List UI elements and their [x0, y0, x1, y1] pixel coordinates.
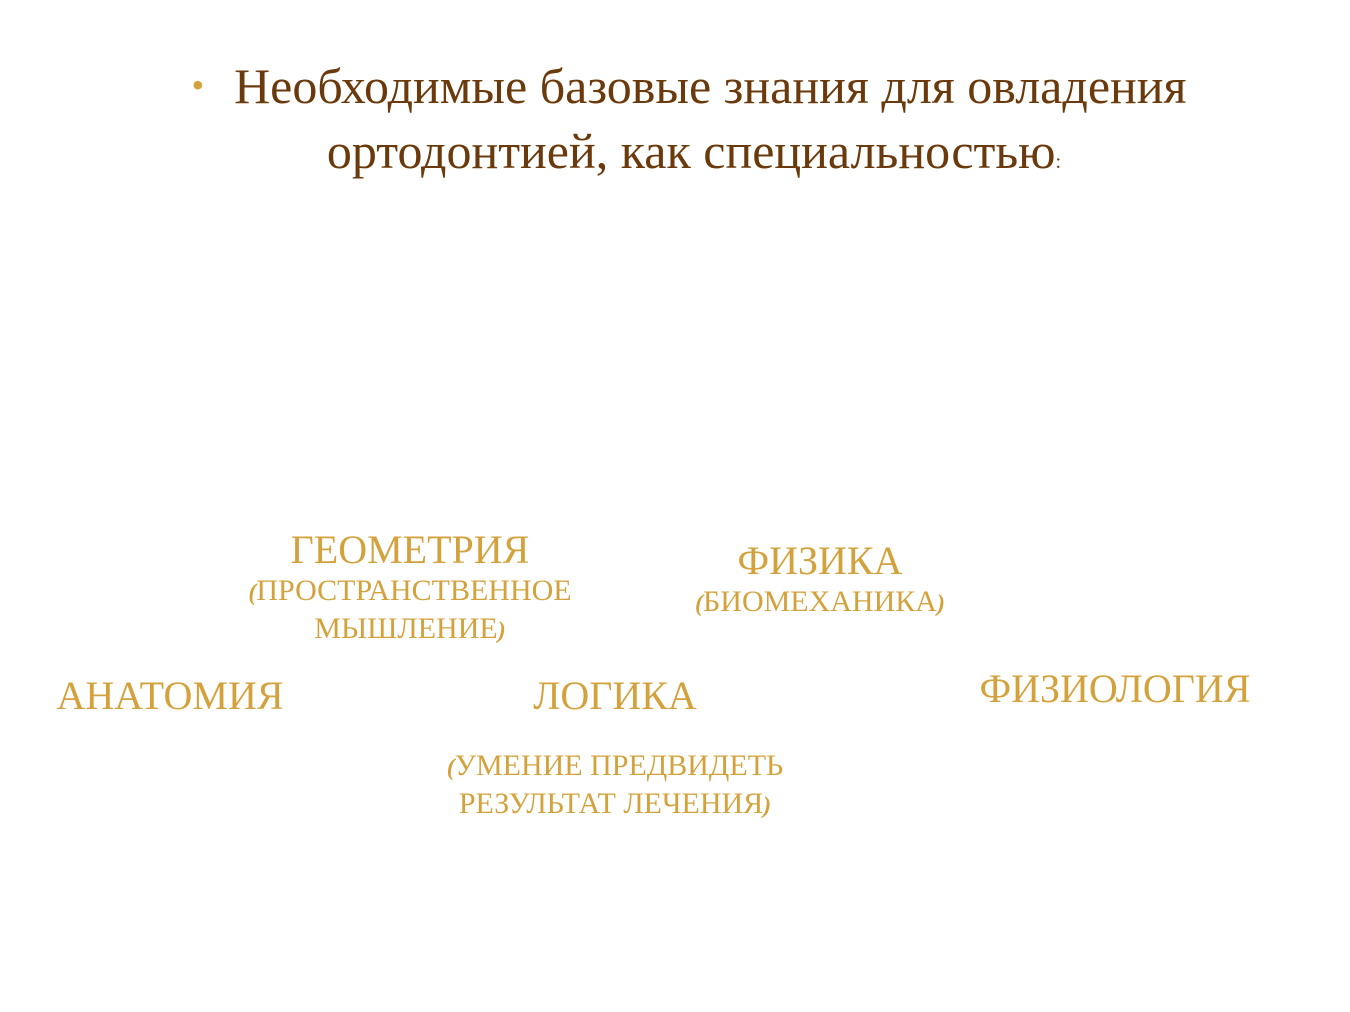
- paren-close: ): [763, 793, 772, 819]
- term-logic-note-line-2: РЕЗУЛЬТАТ ЛЕЧЕНИЯ): [380, 786, 850, 824]
- heading-line-1: • Необходимые базовые знания для овладени…: [0, 56, 1350, 121]
- term-geometry-note-text-2: МЫШЛЕНИЕ: [314, 612, 498, 645]
- paren-open: (: [248, 580, 257, 606]
- heading-line-1-text: Необходимые базовые знания для овладения: [234, 58, 1187, 114]
- term-anatomy-name: АНАТОМИЯ: [56, 673, 284, 718]
- term-logic: ЛОГИКА: [460, 673, 770, 719]
- term-physics-note-text: БИОМЕХАНИКА: [703, 585, 937, 618]
- heading-line-2: ортодонтией, как специальностью:: [0, 121, 1350, 192]
- term-geometry: ГЕОМЕТРИЯ (ПРОСТРАНСТВЕННОЕ МЫШЛЕНИЕ): [200, 527, 620, 649]
- term-physiology: ФИЗИОЛОГИЯ: [950, 666, 1280, 712]
- bullet-icon: •: [191, 65, 205, 105]
- term-logic-note-line-1: (УМЕНИЕ ПРЕДВИДЕТЬ: [380, 748, 850, 786]
- term-logic-note-text-2: РЕЗУЛЬТАТ ЛЕЧЕНИЯ: [458, 787, 764, 820]
- term-geometry-note-text-1: ПРОСТРАНСТВЕННОЕ: [256, 574, 572, 607]
- term-physics-name: ФИЗИКА: [737, 538, 903, 583]
- term-geometry-note-line-1: (ПРОСТРАНСТВЕННОЕ: [200, 573, 620, 611]
- term-geometry-note-line-2: МЫШЛЕНИЕ): [200, 611, 620, 649]
- heading-line-2-text: ортодонтией, как специальностью: [326, 123, 1056, 179]
- term-logic-note: (УМЕНИЕ ПРЕДВИДЕТЬ РЕЗУЛЬТАТ ЛЕЧЕНИЯ): [380, 748, 850, 824]
- paren-close: ): [497, 618, 506, 644]
- term-physics-note: (БИОМЕХАНИКА): [640, 584, 1000, 622]
- term-logic-note-text-1: УМЕНИЕ ПРЕДВИДЕТЬ: [454, 749, 784, 782]
- slide-heading: • Необходимые базовые знания для овладени…: [0, 56, 1350, 192]
- paren-close: ): [936, 591, 945, 617]
- paren-open: (: [695, 591, 704, 617]
- term-logic-name: ЛОГИКА: [533, 673, 697, 718]
- term-physics: ФИЗИКА (БИОМЕХАНИКА): [640, 538, 1000, 622]
- term-geometry-name: ГЕОМЕТРИЯ: [290, 527, 530, 572]
- term-anatomy: АНАТОМИЯ: [20, 673, 320, 719]
- heading-colon: :: [1055, 151, 1062, 173]
- paren-open: (: [446, 755, 455, 781]
- term-physiology-name: ФИЗИОЛОГИЯ: [979, 666, 1251, 711]
